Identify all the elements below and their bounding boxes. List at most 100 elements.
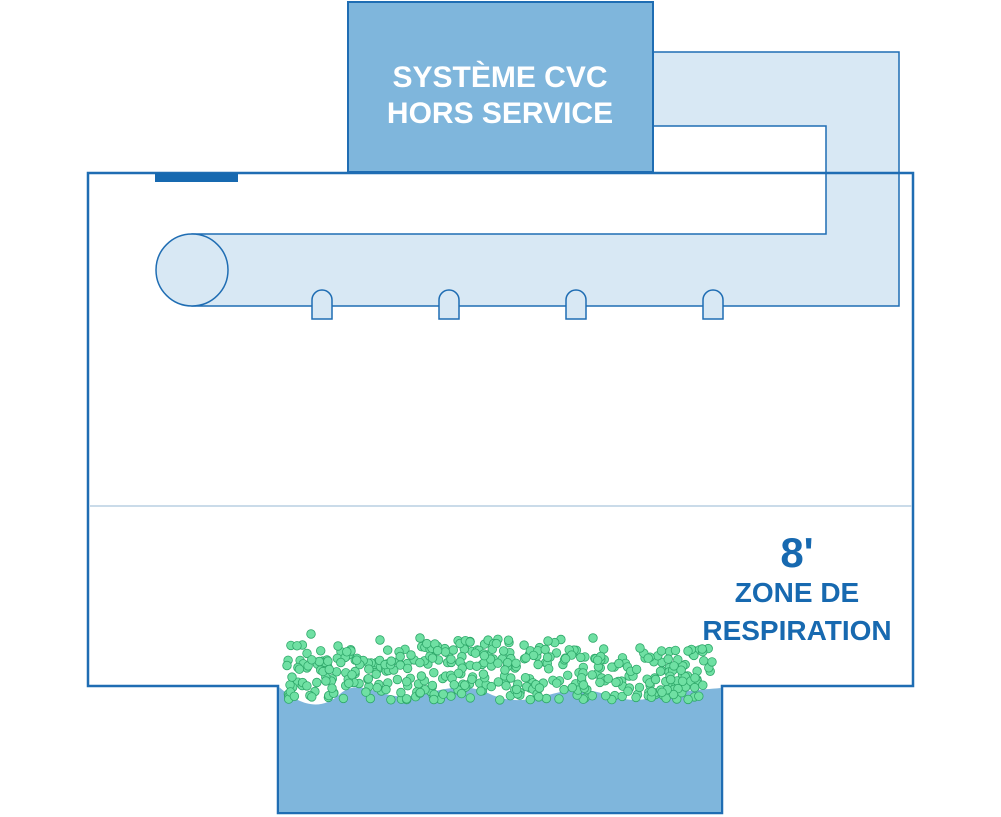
particle	[306, 629, 316, 639]
particle	[533, 659, 543, 670]
particle	[386, 656, 397, 666]
room-outline	[86, 171, 915, 815]
particle	[415, 658, 425, 668]
particle	[342, 647, 352, 657]
particle	[312, 677, 322, 688]
particle	[465, 637, 475, 647]
particle	[372, 683, 382, 693]
particle	[506, 673, 516, 683]
hvac-label-line1: SYSTÈME CVC	[392, 60, 607, 94]
particle	[650, 674, 661, 685]
particle	[344, 678, 354, 689]
particle	[363, 674, 374, 684]
particle	[314, 656, 325, 667]
particle	[323, 656, 333, 666]
particle	[294, 664, 305, 674]
particle	[287, 672, 297, 682]
particle	[670, 645, 681, 656]
particle	[534, 683, 545, 693]
particle	[587, 691, 598, 701]
particle	[395, 651, 405, 662]
particle	[559, 684, 569, 695]
particle	[519, 640, 529, 650]
particle	[542, 652, 553, 663]
particle	[576, 652, 586, 663]
particle	[316, 646, 326, 656]
particle	[460, 680, 470, 690]
particle	[401, 694, 412, 704]
particle	[371, 669, 381, 680]
particle	[614, 658, 624, 669]
particle	[552, 678, 562, 688]
particle	[446, 654, 456, 665]
particle	[302, 648, 312, 659]
particle	[560, 654, 571, 664]
particle	[511, 684, 522, 695]
particle	[697, 644, 707, 654]
particle	[470, 648, 481, 658]
particle	[467, 674, 477, 685]
particle	[690, 682, 700, 693]
particle	[364, 664, 374, 674]
particle	[503, 635, 514, 645]
hvac-unit: SYSTÈME CVC HORS SERVICE	[347, 1, 654, 173]
particle	[587, 670, 597, 680]
particle	[588, 633, 598, 643]
particle	[493, 677, 504, 687]
particle	[338, 693, 349, 704]
particle	[438, 689, 448, 699]
particle	[327, 683, 337, 693]
ceiling-vent-bar	[155, 173, 238, 182]
height-label: 8'	[780, 529, 813, 576]
particle	[383, 645, 393, 655]
particle	[694, 691, 704, 701]
particle	[631, 692, 641, 703]
particle	[677, 676, 688, 687]
particle	[578, 680, 589, 690]
particle	[647, 687, 657, 697]
particle	[595, 677, 605, 688]
particle	[501, 681, 511, 691]
particle	[534, 692, 544, 702]
particle	[601, 691, 611, 701]
particle	[324, 664, 335, 675]
particle	[593, 655, 603, 666]
particle	[333, 641, 343, 651]
particle	[617, 691, 627, 702]
particle	[603, 674, 613, 684]
particle	[440, 647, 451, 657]
particle	[668, 689, 679, 700]
particle	[307, 655, 317, 665]
particle	[432, 645, 443, 656]
particle	[427, 680, 438, 691]
particle	[563, 670, 573, 681]
particle	[540, 644, 550, 655]
particle	[449, 680, 459, 690]
particle	[456, 688, 467, 699]
particle	[427, 653, 438, 663]
particle	[657, 687, 667, 698]
particle	[396, 687, 406, 698]
particle	[528, 650, 539, 661]
particle	[634, 682, 645, 693]
hvac-box	[347, 1, 654, 173]
particle	[623, 686, 633, 696]
particle	[655, 666, 666, 677]
particle	[690, 673, 700, 683]
particle	[683, 646, 693, 656]
particle	[381, 684, 391, 695]
particle	[676, 665, 686, 675]
particle	[635, 643, 645, 653]
particle	[307, 692, 317, 702]
particle	[554, 694, 564, 704]
duct-system	[155, 51, 900, 320]
particle	[698, 680, 708, 690]
particle	[402, 677, 412, 687]
particle	[643, 653, 653, 663]
particle	[498, 646, 509, 656]
particle	[631, 664, 642, 675]
particle	[541, 693, 552, 704]
particle	[500, 665, 510, 675]
particle	[465, 693, 476, 703]
hvac-label-line2: HORS SERVICE	[387, 97, 613, 130]
